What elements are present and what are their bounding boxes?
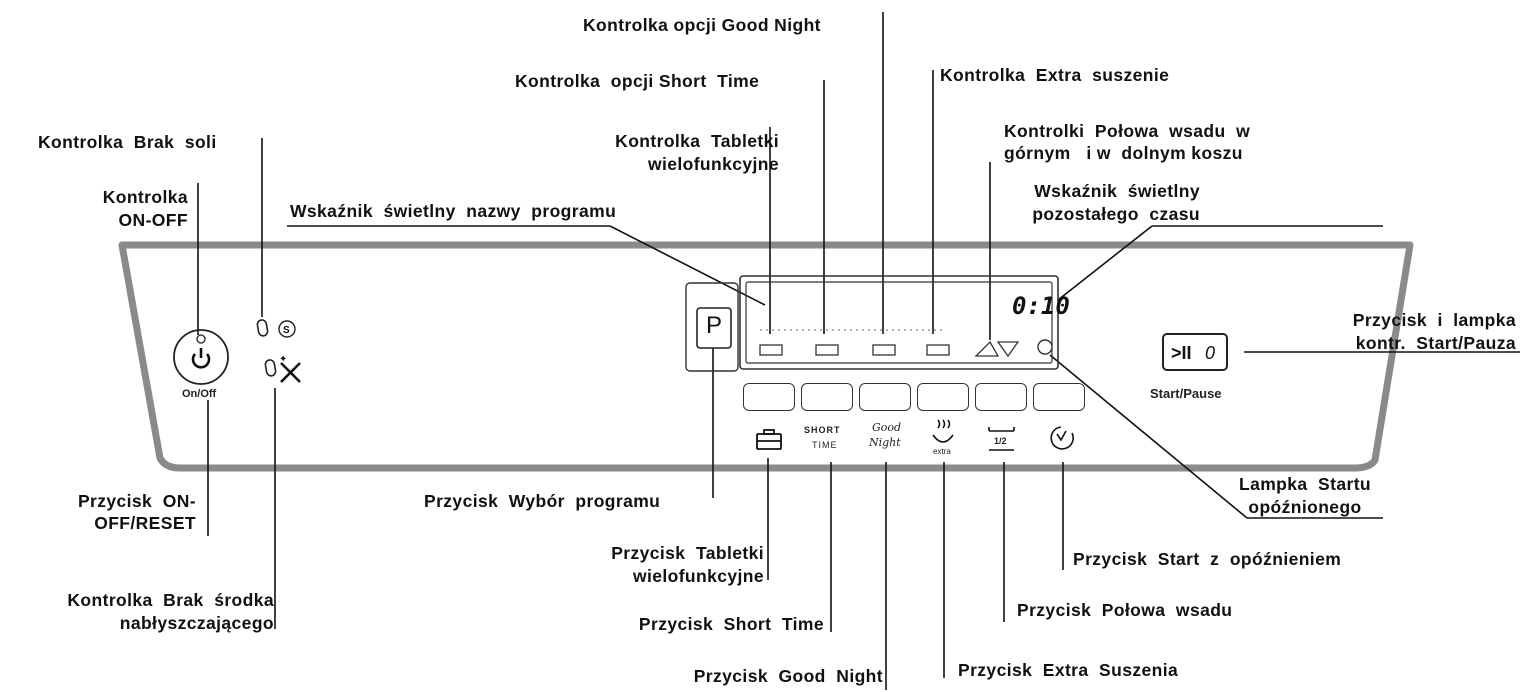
label-delayed-start-lamp-line2: opóźnionego <box>1248 497 1362 517</box>
extra-drying-icon <box>932 419 954 443</box>
on-off-button <box>173 329 229 385</box>
label-delayed-start-button: Przycisk Start z opóźnieniem <box>1073 549 1342 569</box>
label-good-night-indicator: Kontrolka opcji Good Night <box>583 15 821 35</box>
on-off-caption: On/Off <box>182 388 217 400</box>
program-button <box>696 307 732 349</box>
start-pause-caption: Start/Pause <box>1150 386 1222 401</box>
label-half-load-indicators-line1: Kontrolki Połowa wsadu w <box>1004 121 1251 141</box>
power-icon <box>191 353 211 369</box>
label-program-name-display: Wskaźnik świetlny nazwy programu <box>290 201 617 221</box>
label-program-select-button: Przycisk Wybór programu <box>424 491 661 511</box>
label-start-pause-line1: Przycisk i lampka <box>1352 310 1516 330</box>
led-short-time <box>815 344 839 356</box>
rinse-aid-icon <box>280 362 301 383</box>
label-tablets-indicator-line1: Kontrolka Tabletki <box>615 131 779 151</box>
led-tablets <box>759 344 783 356</box>
label-remaining-time-line1: Wskaźnik świetlny <box>1034 181 1200 201</box>
svg-text:>II: >II <box>1171 343 1192 363</box>
half-load-button[interactable] <box>975 383 1027 411</box>
led-extra <box>926 344 950 356</box>
salt-icon <box>278 320 296 338</box>
half-caption: 1/2 <box>994 436 1007 446</box>
delayed-start-button[interactable] <box>1033 383 1085 411</box>
program-button-letter[interactable]: P <box>706 312 723 339</box>
svg-text:✦: ✦ <box>279 354 287 365</box>
label-no-rinse-aid-line1: Kontrolka Brak środka <box>67 590 274 610</box>
panel-outline <box>118 241 1414 472</box>
delay-lamp-icon <box>1037 339 1053 355</box>
short-time-button[interactable] <box>801 383 853 411</box>
label-delayed-start-lamp-line1: Lampka Startu <box>1238 474 1372 494</box>
good-night-line2: Night <box>869 436 901 449</box>
label-tablets-button-line1: Przycisk Tabletki <box>611 543 764 563</box>
no-salt-lamp <box>256 319 269 337</box>
display-frame-inner <box>745 281 1053 364</box>
tablets-icon <box>756 429 782 450</box>
svg-text:0: 0 <box>1205 343 1215 363</box>
half-load-upper-triangle <box>974 340 1000 357</box>
label-on-off-indicator-line2: ON-OFF <box>118 210 188 230</box>
on-off-led <box>196 334 206 344</box>
label-half-load-indicators-line2: górnym i w dolnym koszu <box>1004 143 1243 163</box>
extra-caption: extra <box>933 447 951 456</box>
time-readout: 0:10 <box>1012 292 1070 320</box>
label-good-night-button: Przycisk Good Night <box>693 666 883 686</box>
label-extra-drying-indicator: Kontrolka Extra suszenie <box>940 65 1170 85</box>
delayed-start-icon <box>1050 426 1074 450</box>
label-remaining-time-line2: pozostałego czasu <box>1032 204 1200 224</box>
no-rinse-aid-lamp <box>264 359 277 377</box>
label-tablets-indicator-line2: wielofunkcyjne <box>647 154 779 174</box>
label-on-off-reset-line1: Przycisk ON- <box>77 491 196 511</box>
short-time-top-caption: SHORT <box>804 425 841 435</box>
program-button-frame <box>685 282 739 372</box>
label-half-load-button: Przycisk Połowa wsadu <box>1017 600 1233 620</box>
label-start-pause-line2: kontr. Start/Pauza <box>1355 333 1516 353</box>
label-on-off-indicator-line1: Kontrolka <box>102 187 188 207</box>
good-night-line1: Good <box>872 421 902 434</box>
label-tablets-button-line2: wielofunkcyjne <box>632 566 764 586</box>
label-no-salt-indicator: Kontrolka Brak soli <box>38 132 217 152</box>
led-good-night <box>872 344 896 356</box>
extra-drying-button[interactable] <box>917 383 969 411</box>
label-short-time-button: Przycisk Short Time <box>638 614 824 634</box>
start-pause-button <box>1162 333 1228 371</box>
label-extra-drying-button: Przycisk Extra Suszenia <box>958 660 1179 680</box>
short-time-bottom-caption: TIME <box>812 440 838 450</box>
label-on-off-reset-line2: OFF/RESET <box>94 513 196 533</box>
label-no-rinse-aid-line2: nabłyszczającego <box>119 613 274 633</box>
half-load-lower-triangle <box>996 341 1020 358</box>
good-night-button[interactable] <box>859 383 911 411</box>
tablets-button[interactable] <box>743 383 795 411</box>
display-frame-outer <box>739 275 1059 370</box>
svg-text:S: S <box>283 325 290 336</box>
half-load-icon <box>988 427 1015 451</box>
label-short-time-indicator: Kontrolka opcji Short Time <box>515 71 760 91</box>
